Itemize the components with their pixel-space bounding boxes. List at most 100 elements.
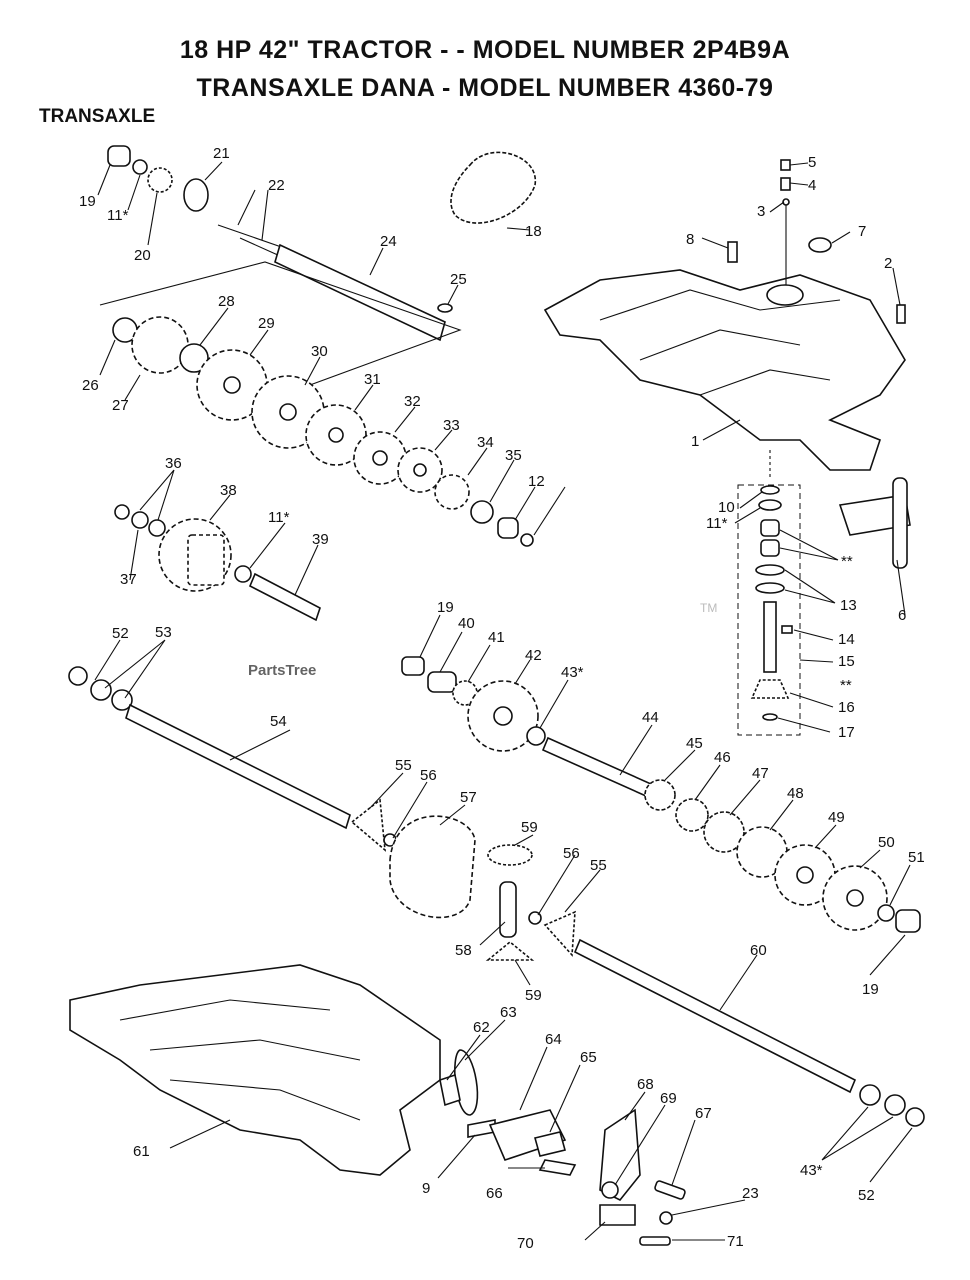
- part-59-pinion-top[interactable]: [487, 844, 533, 866]
- part-59-pinion-bottom[interactable]: [485, 940, 535, 961]
- part-28-bearing[interactable]: [179, 343, 209, 373]
- callout-52: 52: [112, 625, 129, 642]
- callout-51: 51: [908, 849, 925, 866]
- part-53-washer-a[interactable]: [90, 679, 112, 701]
- part-52-ring-b[interactable]: [905, 1107, 925, 1127]
- callout-59-b: 59: [525, 987, 542, 1004]
- part-45-gear[interactable]: [644, 779, 676, 811]
- part-bearing-upper[interactable]: [760, 519, 780, 537]
- part-6-post[interactable]: [892, 477, 908, 569]
- part-10-ring[interactable]: [760, 485, 780, 495]
- countershaft-group: [401, 656, 662, 802]
- leader-lines: [94, 161, 913, 1241]
- part-20-gear[interactable]: [147, 167, 173, 193]
- callout-7: 7: [858, 223, 866, 240]
- part-21-bearing[interactable]: [183, 178, 209, 212]
- callout-68: 68: [637, 1076, 654, 1093]
- part-18-chain[interactable]: [450, 151, 536, 224]
- part-12-bushing[interactable]: [497, 517, 519, 539]
- part-13-washer-a[interactable]: [755, 564, 785, 576]
- part-35-washer[interactable]: [470, 500, 494, 524]
- part-25-key[interactable]: [437, 303, 453, 313]
- callout-5: 5: [808, 154, 816, 171]
- part-13-washer-b[interactable]: [755, 582, 785, 594]
- callout-53: 53: [155, 624, 172, 641]
- part-63-disc[interactable]: [454, 1049, 479, 1116]
- part-24-shaft[interactable]: [274, 243, 446, 342]
- part-11-washer-b[interactable]: [234, 565, 252, 583]
- part-44-shaft[interactable]: [541, 736, 662, 802]
- part-69-washer[interactable]: [601, 1181, 619, 1199]
- part-washer[interactable]: [884, 1094, 906, 1116]
- part-51-washer[interactable]: [877, 904, 895, 922]
- part-shaft[interactable]: [763, 601, 777, 673]
- part-66-spring[interactable]: [538, 1159, 577, 1176]
- part-43-washer-b[interactable]: [859, 1084, 881, 1106]
- part-67-bolt[interactable]: [654, 1180, 686, 1200]
- part-11-washer-c[interactable]: [758, 499, 782, 511]
- callout-30: 30: [311, 343, 328, 360]
- callout-72: 9: [422, 1180, 430, 1197]
- part-14-key[interactable]: [781, 625, 793, 634]
- part-5-plug[interactable]: [780, 159, 791, 171]
- callout-14: 14: [838, 631, 855, 648]
- part-19-bushing-b[interactable]: [401, 656, 425, 676]
- part-55-bevel-gear-b[interactable]: [543, 910, 576, 957]
- part-65-pin[interactable]: [534, 1131, 566, 1157]
- callout-20: 20: [134, 247, 151, 264]
- part-60-axle[interactable]: [573, 938, 857, 1094]
- part-55-bevel-gear[interactable]: [350, 798, 386, 852]
- gear-stack-row: [112, 316, 534, 547]
- callout-star-1: **: [841, 553, 853, 570]
- part-8-bolt[interactable]: [727, 241, 738, 263]
- part-16-bevel-gear[interactable]: [750, 679, 790, 699]
- callout-56: 56: [420, 767, 437, 784]
- part-70-bracket[interactable]: [599, 1204, 636, 1226]
- part-bearing-lower[interactable]: [760, 539, 780, 557]
- callout-45: 45: [686, 735, 703, 752]
- part-1-upper-housing[interactable]: [543, 269, 906, 471]
- callout-70: 70: [517, 1235, 534, 1252]
- callout-24: 24: [380, 233, 397, 250]
- callout-11-c: 11*: [706, 515, 728, 532]
- callout-19-c: 19: [862, 981, 879, 998]
- callout-12: 12: [528, 473, 545, 490]
- part-19-bushing-c[interactable]: [895, 909, 921, 933]
- part-39-shaft[interactable]: [248, 572, 321, 622]
- callout-40: 40: [458, 615, 475, 632]
- part-36-washer-b[interactable]: [148, 519, 166, 537]
- part-27-sprocket[interactable]: [131, 316, 189, 374]
- part-54-axle[interactable]: [125, 703, 351, 830]
- part-2-bolt[interactable]: [896, 304, 906, 324]
- callout-47: 47: [752, 765, 769, 782]
- part-43-washer-a[interactable]: [526, 726, 546, 746]
- part-7-cap[interactable]: [808, 237, 832, 253]
- callout-16: 16: [838, 699, 855, 716]
- part-37-washer[interactable]: [131, 511, 149, 529]
- part-19-bushing[interactable]: [107, 145, 131, 167]
- callout-29: 29: [258, 315, 275, 332]
- part-58-pin[interactable]: [499, 881, 517, 938]
- part-9-ring[interactable]: [520, 533, 534, 547]
- part-64-caliper[interactable]: [488, 1109, 567, 1161]
- part-11-washer[interactable]: [132, 159, 148, 175]
- part-61-lower-housing[interactable]: [69, 964, 441, 1176]
- part-46-gear[interactable]: [675, 798, 709, 832]
- callout-67: 67: [695, 1105, 712, 1122]
- callout-41: 41: [488, 629, 505, 646]
- part-34-gear[interactable]: [434, 474, 470, 510]
- callout-3: 3: [757, 203, 765, 220]
- part-38-pinion[interactable]: [187, 534, 225, 586]
- part-57-ring-gear[interactable]: [389, 815, 476, 919]
- part-36-washer-a[interactable]: [114, 504, 130, 520]
- part-71-bolt[interactable]: [639, 1236, 671, 1246]
- diagram-title-line-1: 18 HP 42" TRACTOR - - MODEL NUMBER 2P4B9…: [179, 36, 791, 64]
- section-label: TRANSAXLE: [39, 106, 156, 127]
- part-23-nut[interactable]: [659, 1211, 673, 1225]
- part-17-ring[interactable]: [762, 713, 778, 721]
- part-52-ring[interactable]: [68, 666, 88, 686]
- part-4-spring[interactable]: [780, 177, 791, 191]
- part-47-gear[interactable]: [703, 811, 745, 853]
- part-40-spacer[interactable]: [427, 671, 457, 693]
- callout-21: 21: [213, 145, 230, 162]
